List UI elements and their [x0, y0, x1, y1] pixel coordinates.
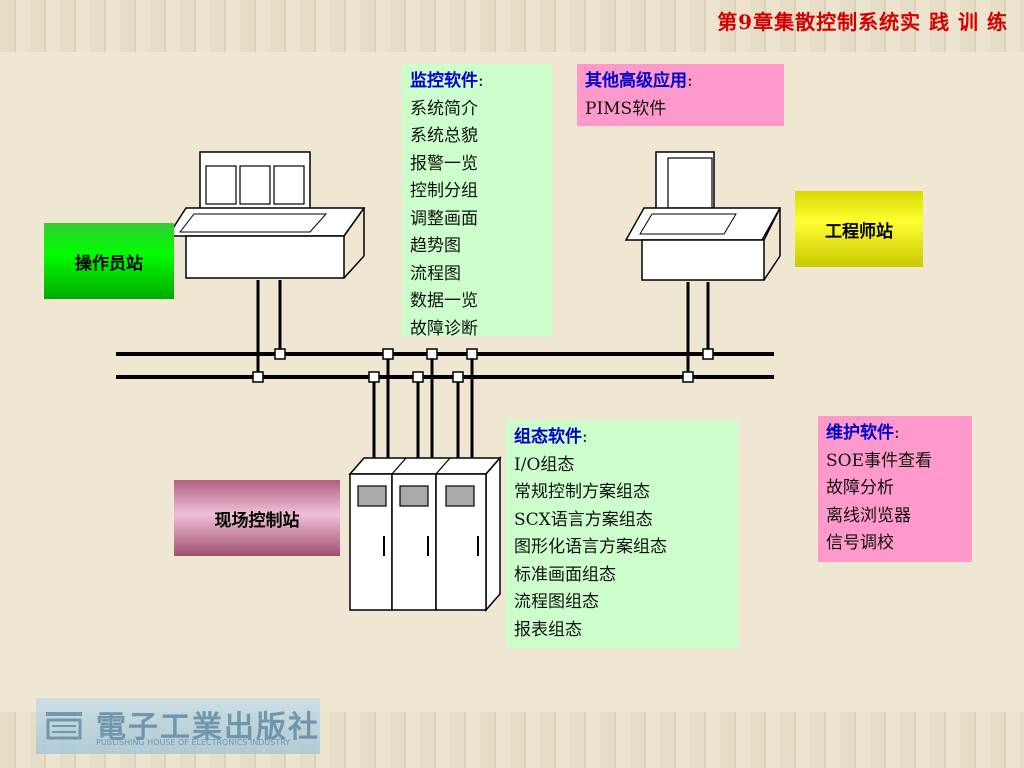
- monitor-software-item: 流程图: [410, 263, 461, 284]
- config-software-box: 组态软件: I/O组态 常规控制方案组态 SCX语言方案组态 图形化语言方案组态…: [506, 420, 738, 648]
- monitor-software-box: 监控软件: 系统简介 系统总貌 报警一览 控制分组 调整画面 趋势图 流程图 数…: [402, 64, 552, 339]
- config-software-item: 报表组态: [514, 619, 582, 640]
- advanced-apps-box: 其他高级应用: PIMS软件: [577, 64, 784, 126]
- operator-station-label: 操作员站: [44, 223, 174, 299]
- publisher-logo: 電子工業出版社 PUBLISHING HOUSE OF ELECTRONICS …: [36, 698, 320, 754]
- monitor-software-item: 系统总貌: [410, 126, 478, 146]
- monitor-software-item: 系统简介: [410, 98, 478, 119]
- monitor-software-item: 数据一览: [410, 291, 478, 311]
- field-cabinets: [348, 456, 502, 612]
- config-software-item: 流程图组态: [514, 592, 599, 612]
- maintenance-software-item: SOE事件查看: [826, 450, 932, 471]
- maintenance-software-box: 维护软件: SOE事件查看 故障分析 离线浏览器 信号调校: [818, 416, 972, 562]
- config-software-item: 标准画面组态: [514, 564, 616, 585]
- bus-connectors: [252, 348, 714, 383]
- background-border-top: [0, 0, 1024, 52]
- monitor-software-item: 调整画面: [410, 208, 478, 229]
- config-software-item: 图形化语言方案组态: [514, 537, 667, 557]
- monitor-software-item: 控制分组: [410, 181, 478, 201]
- monitor-software-item: 报警一览: [410, 153, 478, 174]
- advanced-apps-item: PIMS软件: [585, 98, 667, 119]
- maintenance-software-item: 离线浏览器: [826, 505, 911, 526]
- config-software-item: I/O组态: [514, 454, 575, 475]
- maintenance-software-item: 故障分析: [826, 478, 894, 498]
- monitor-software-item: 趋势图: [410, 236, 461, 256]
- monitor-software-heading: 监控软件: [410, 71, 478, 91]
- publisher-emblem-icon: [46, 712, 82, 740]
- advanced-apps-heading: 其他高级应用: [585, 71, 687, 91]
- config-software-item: SCX语言方案组态: [514, 509, 653, 530]
- config-software-heading: 组态软件: [514, 427, 582, 447]
- field-control-station-label: 现场控制站: [174, 480, 340, 556]
- publisher-name: 電子工業出版社: [96, 710, 320, 745]
- maintenance-software-heading: 维护软件: [826, 423, 894, 443]
- maintenance-software-item: 信号调校: [826, 533, 894, 553]
- config-software-item: 常规控制方案组态: [514, 482, 650, 502]
- slide-title: 第9章集散控制系统实 践 训 练: [717, 10, 1008, 34]
- monitor-software-item: 故障诊断: [410, 318, 478, 339]
- engineer-station-label: 工程师站: [795, 191, 923, 267]
- operator-computer: [166, 151, 366, 279]
- publisher-subtitle: PUBLISHING HOUSE OF ELECTRONICS INDUSTRY: [96, 738, 291, 747]
- engineer-computer: [624, 151, 782, 281]
